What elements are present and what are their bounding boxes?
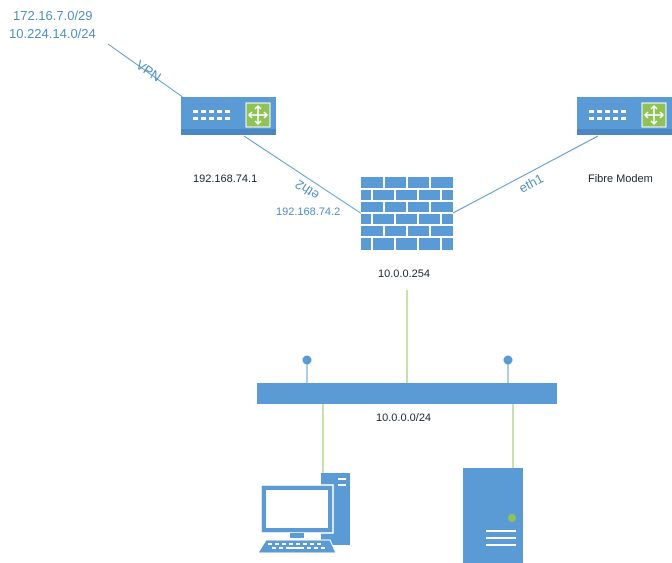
workstation-icon <box>257 473 350 554</box>
router-right-label: Fibre Modem <box>588 173 653 185</box>
network-bus-icon <box>257 355 557 404</box>
eth1-label: eth1 <box>516 171 545 196</box>
eth2-link <box>243 135 363 215</box>
remote-network-2: 10.224.14.0/24 <box>9 26 96 41</box>
firewall-eth2-ip: 192.168.74.2 <box>276 206 341 218</box>
router-right <box>577 97 672 135</box>
remote-network-1: 172.16.7.0/29 <box>13 8 93 23</box>
vpn-link <box>107 43 185 99</box>
router-right-ports <box>589 110 626 120</box>
eth2-label: eth2 <box>292 177 321 203</box>
firewall-icon <box>361 177 453 250</box>
eth1-link <box>452 135 599 214</box>
server-icon <box>463 468 523 563</box>
router-left-ports <box>193 110 230 120</box>
router-left-ip: 192.168.74.1 <box>193 173 258 185</box>
lan-subnet-label: 10.0.0.0/24 <box>376 412 432 424</box>
firewall-lan-ip: 10.0.0.254 <box>378 268 430 280</box>
router-icon <box>641 102 667 128</box>
router-left <box>181 97 276 135</box>
router-icon <box>245 102 271 128</box>
